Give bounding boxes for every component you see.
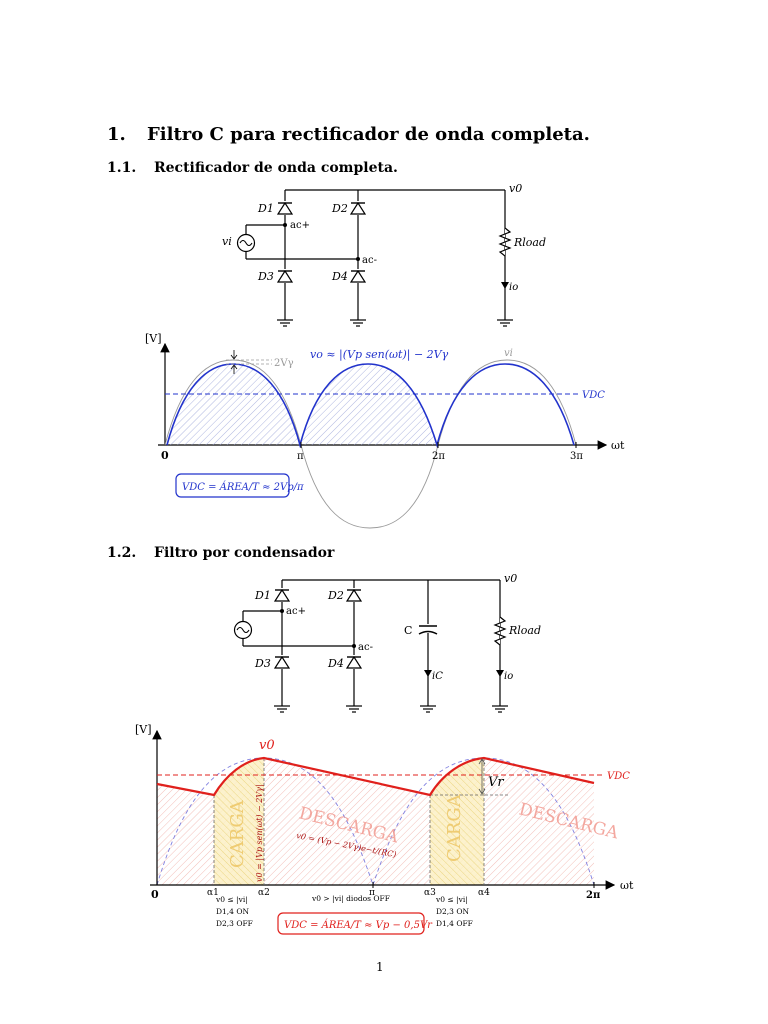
subsection-2-text: Filtro por condensador [154,545,335,561]
vr-arrow-icon [478,758,486,795]
plot2-note3-line3: D1,4 OFF [436,919,473,928]
section-title: 1. Filtro C para rectificador de onda com… [107,124,590,145]
plot-2: [V] v0 VDC Vr CARGA CARGA DESCARGA DESCA… [135,723,634,935]
plot1-vdc-box-text: VDC = ÁREA/T ≈ 2Vp/π [182,481,304,493]
subsection-2-title: 1.2. Filtro por condensador [107,545,334,561]
plot1-xlabel: ωt [611,439,625,452]
plot1-area [167,364,437,445]
circuit-2 [242,579,508,713]
ac-source-icon [233,620,253,640]
label-d3: D3 [254,657,271,670]
node-acp [283,223,287,227]
plot1-tick-label-0: 0 [161,449,169,462]
diode-d2-icon [345,588,363,602]
plot2-tick-label-2pi: 2π [586,890,600,901]
circuit-1-components: v0 D1 D2 D3 D4 vi ac+ ac- Rload io [222,182,546,293]
plot2-note1-line1: v0 ≤ |vi| [215,895,248,904]
plot2-tick-label-0: 0 [151,888,159,901]
label-v0: v0 [509,182,522,195]
current-arrow-ic-icon [424,670,432,677]
plot1-tick-label-3pi: 3π [570,451,583,462]
label-ic: iC [432,671,443,682]
plot2-note3-line1: v0 ≤ |vi| [435,895,468,904]
diode-d1-icon [276,201,294,215]
plot-1: [V] vo ≈ |(Vp sen(ωt)| − 2Vγ vi 2Vγ VDC … [145,332,625,529]
drop-arrow-bottom-icon [230,364,238,374]
diode-d3-icon [273,655,291,669]
plot2-vdc-box-text: VDC = ÁREA/T ≈ Vp − 0,5Vr [284,919,433,931]
plot2-carga-hatch-2 [430,758,484,885]
label-io: io [504,671,513,682]
plot2-note1-line2: D1,4 ON [216,907,249,916]
plot1-tick-label-2pi: 2π [432,451,445,462]
drop-arrow-top-icon [230,350,238,360]
label-d4: D4 [331,270,348,283]
label-acm: ac- [362,255,377,266]
plot2-carga-label-1: CARGA [227,799,248,868]
plot1-drop-label: 2Vγ [274,358,294,369]
current-arrow-io-icon [496,670,504,677]
plot2-vdc-box [277,912,425,935]
plot2-tick-label-a3: α3 [424,888,436,898]
subsection-2-number: 1.2. [107,545,137,561]
label-io: io [509,282,518,293]
label-vi: vi [222,235,232,248]
plot1-vdc-label: VDC [582,390,605,401]
ac-source-icon [236,233,256,253]
plot2-vdc-label: VDC [607,771,630,782]
plot2-vr-label: Vr [488,775,504,790]
label-c: C [404,624,412,637]
section-number: 1. [107,124,126,145]
diode-d3-icon [276,269,294,283]
plot1-ylabel: [V] [145,332,162,345]
diode-d4-icon [345,655,363,669]
plot1-formula: vo ≈ |(Vp sen(ωt)| − 2Vγ [310,348,449,362]
plot2-tick-label-pi: π [369,888,375,898]
subsection-1-number: 1.1. [107,160,137,176]
plot1-tick-label-pi: π [297,451,304,462]
label-d2: D2 [327,589,344,602]
plot2-v0-label: v0 [259,738,275,753]
node-acm [352,644,356,648]
diode-d4-icon [349,269,367,283]
capacitor-icon [418,624,438,635]
label-v0: v0 [504,572,517,585]
label-rload: Rload [513,236,546,249]
current-arrow-icon [501,282,509,289]
diode-d1-icon [273,588,291,602]
label-acp: ac+ [286,606,306,617]
circuit-2-components: v0 D1 D2 D3 D4 ac+ ac- C iC Rload io [233,572,541,682]
node-acp [280,609,284,613]
label-acp: ac+ [290,220,310,231]
label-d2: D2 [331,202,348,215]
plot2-note2: v0 > |vi| diodos OFF [311,894,390,903]
diode-d2-icon [349,201,367,215]
plot1-vdc-box [175,473,290,498]
plot2-tick-label-a4: α4 [478,888,490,898]
label-acm: ac- [358,642,373,653]
label-d1: D1 [257,202,274,215]
plot2-note3-line2: D2,3 ON [436,907,469,916]
page-number: 1 [376,960,384,974]
label-d1: D1 [254,589,271,602]
section-title-text: Filtro C para rectificador de onda compl… [147,124,590,145]
subsection-1-title: 1.1. Rectificador de onda completa. [107,160,398,176]
plot2-carga-hatch-1 [214,758,264,885]
label-d4: D4 [327,657,344,670]
subsection-1-text: Rectificador de onda completa. [154,160,398,176]
label-rload: Rload [508,624,541,637]
plot2-tick-label-a2: α2 [258,888,270,898]
plot2-xlabel: ωt [620,879,634,892]
plot2-carga-label-2: CARGA [444,793,465,862]
label-d3: D3 [257,270,274,283]
node-acm [356,257,360,261]
plot2-v0-curve [156,756,595,797]
plot2-charge-formula: v0 = |Vp sen(ωt) − 2Vγ| [255,784,264,882]
plot2-ylabel: [V] [135,723,152,736]
plot1-vi-label: vi [504,348,513,359]
plot2-tick-label-a1: α1 [207,888,219,898]
plot2-note1-line3: D2,3 OFF [216,919,253,928]
